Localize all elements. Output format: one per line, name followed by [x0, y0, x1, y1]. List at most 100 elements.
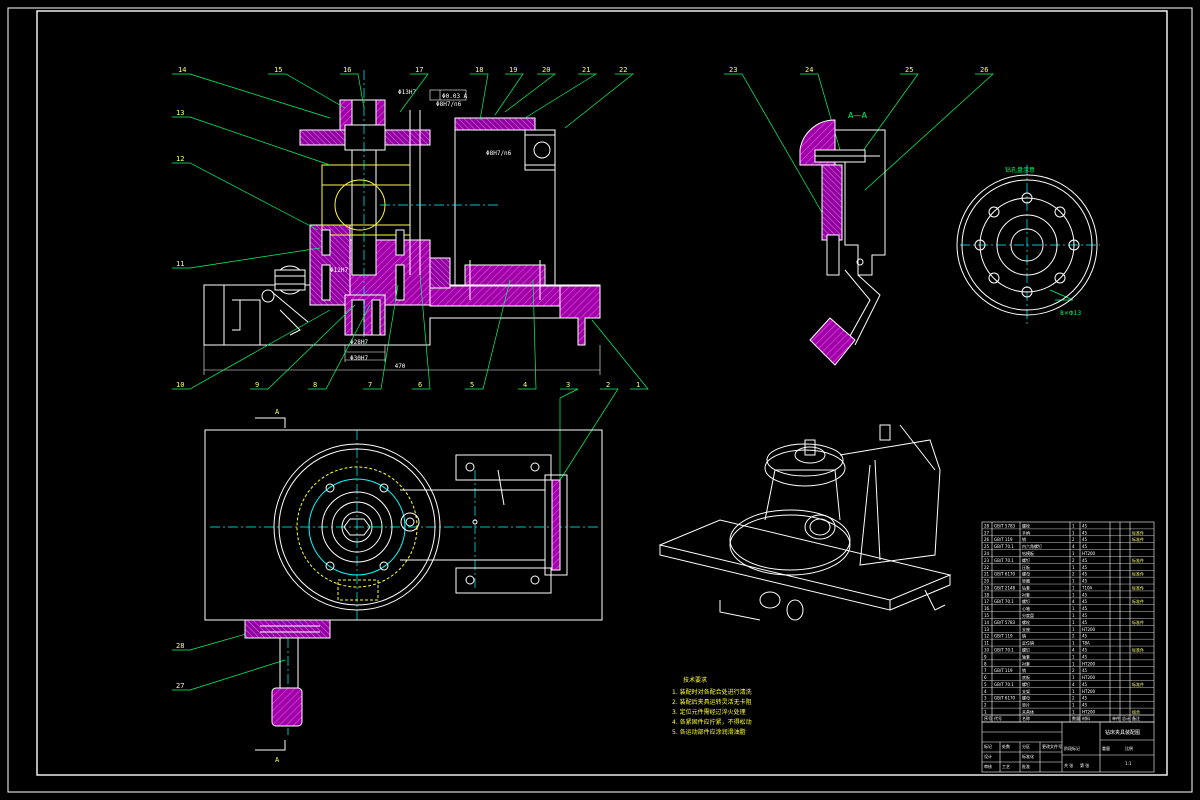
label-12: 12 — [176, 155, 184, 163]
isometric-view — [658, 424, 952, 621]
label-10: 10 — [176, 381, 184, 389]
bom-cell: 定位销 — [1022, 640, 1034, 646]
label-19: 19 — [509, 66, 517, 74]
bom-cell: 1 — [1072, 585, 1075, 590]
tb-cell-13: 比例 — [1125, 745, 1133, 751]
bom-cell: 4 — [984, 689, 987, 694]
bom-cell: 1 — [1072, 530, 1075, 535]
bom-cell: 衬套 — [1022, 591, 1030, 597]
bom-cell: 钻套 — [1022, 584, 1030, 590]
bom-cell: 6 — [984, 675, 987, 680]
label-9: 9 — [255, 381, 259, 389]
bom-cell: 2 — [1072, 634, 1075, 639]
bom-cell: 标准件 — [1132, 584, 1144, 590]
bom-cell: 1 — [1072, 661, 1075, 666]
bom-cell: 45 — [1082, 565, 1088, 570]
label-21: 21 — [582, 66, 590, 74]
label-23: 23 — [729, 66, 737, 74]
bom-cell: 内六角螺钉 — [1022, 543, 1042, 549]
bom-cell: 1 — [1072, 579, 1075, 584]
bom-cell: HT200 — [1082, 710, 1096, 715]
bom-cell: 22 — [984, 565, 990, 570]
bom-cell: 支架 — [1022, 688, 1030, 694]
bom-cell: 7 — [984, 668, 987, 673]
bom-cell: GB/T 70.1 — [994, 544, 1014, 549]
arrow-a-bottom: A — [275, 756, 280, 764]
label-1: 1 — [636, 381, 640, 389]
bom-header-cell: 材料 — [1082, 715, 1090, 721]
dim-phi8a: Φ8H7/n6 — [436, 101, 462, 108]
notes-title: 技术要求 — [683, 676, 707, 684]
bom-cell: 45 — [1082, 703, 1088, 708]
bom-cell: 1 — [1072, 620, 1075, 625]
label-20: 20 — [542, 66, 550, 74]
tb-cell-8: 审核 — [984, 763, 992, 769]
section-arrow-marks — [255, 417, 286, 751]
dim-tol: Φ0.03 A — [442, 93, 468, 100]
bom-cell: HT200 — [1082, 551, 1096, 556]
bom-header-cell: 总计 — [1122, 715, 1130, 721]
bom-cell: 组合 — [1132, 709, 1140, 715]
bom-cell: 45 — [1082, 682, 1088, 687]
bom-cell: 分度盘 — [1022, 612, 1034, 618]
tb-cell-14: 共 张 — [1064, 762, 1073, 768]
bom-cell: 1 — [1072, 627, 1075, 632]
bom-cell: 45 — [1082, 558, 1088, 563]
label-28: 28 — [176, 642, 184, 650]
arrow-a-top: A — [275, 408, 280, 416]
outer-frame — [7, 7, 1193, 793]
dim-phi8b: Φ8H7/n6 — [486, 150, 512, 157]
dim-phi30: Φ30H7 — [350, 355, 368, 362]
plan-view — [204, 429, 603, 621]
bom-cell: 45 — [1082, 647, 1088, 652]
bom-cell: 标准件 — [1132, 598, 1144, 604]
part-labels: 14 15 16 17 18 19 20 21 22 13 12 11 10 9… — [176, 66, 988, 690]
bom-cell: 45 — [1082, 579, 1088, 584]
bom-cell: 标准件 — [1132, 529, 1144, 535]
bom-cell: 24 — [984, 551, 990, 556]
bom-cell: 45 — [1082, 696, 1088, 701]
bom-cell: 1 — [1072, 710, 1075, 715]
bom-cell: 45 — [1082, 530, 1088, 535]
bom-cell: 45 — [1082, 668, 1088, 673]
bom-cell: 2 — [1072, 537, 1075, 542]
note-line-1: 1. 装配时对各配合处进行清洗 — [672, 688, 752, 696]
tb-cell-6: 设计 — [984, 753, 992, 759]
bom-cell: 夹具体 — [1022, 709, 1034, 715]
tb-cell-3: 更改文件号 — [1042, 743, 1062, 749]
bom-cell: 45 — [1082, 634, 1088, 639]
bom-cell: 垫片 — [1022, 702, 1030, 708]
bom-cell: 螺母 — [1022, 695, 1030, 701]
bom-cell: 27 — [984, 530, 990, 535]
bom-cell: 标准件 — [1132, 557, 1144, 563]
label-7: 7 — [368, 381, 372, 389]
label-25: 25 — [905, 66, 913, 74]
bom-cell: 8 — [984, 661, 987, 666]
bom-cell: GB/T 119 — [994, 537, 1013, 542]
label-24: 24 — [805, 66, 813, 74]
bom-cell: GB/T 6170 — [994, 572, 1016, 577]
bom-cell: 标准件 — [1132, 646, 1144, 652]
bom-cell: 支座 — [1022, 626, 1030, 632]
bom-cell: 10 — [984, 647, 990, 652]
bom-cell: GB/T 119 — [994, 634, 1013, 639]
bom-cell: 17 — [984, 599, 990, 604]
bom-cell: 2 — [1072, 558, 1075, 563]
bottom-handle — [244, 619, 331, 727]
bom-cell: 螺钉 — [1022, 557, 1030, 563]
bom-cell: 标准件 — [1132, 681, 1144, 687]
tb-cell-7: 标准化 — [1022, 753, 1034, 759]
bom-cell: 4 — [1072, 544, 1075, 549]
bom-cell: 45 — [1082, 592, 1088, 597]
bom-cell: 螺母 — [1022, 571, 1030, 577]
bom-cell: 1 — [1072, 675, 1075, 680]
bom-cell: GB/T 119 — [994, 668, 1013, 673]
bom-cell: 45 — [1082, 599, 1088, 604]
bom-cell: 45 — [1082, 606, 1088, 611]
bom-header-cell: 序号 — [984, 715, 992, 721]
bom-cell: 标准件 — [1132, 571, 1144, 577]
bom-cell: 压板 — [1022, 564, 1030, 570]
bom-cell: 销 — [1022, 667, 1026, 673]
bom-cell: 45 — [1082, 523, 1088, 528]
